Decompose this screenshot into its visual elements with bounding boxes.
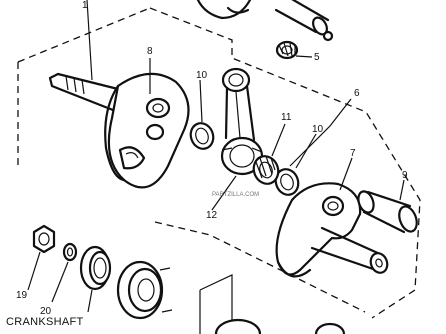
piston-pin-part <box>274 0 334 42</box>
oil-seal-part <box>79 245 112 291</box>
left-crank-half <box>48 72 190 189</box>
big-end-bearing <box>252 155 280 185</box>
callout-10-left: 10 <box>196 70 208 81</box>
callout-12: 12 <box>206 210 218 221</box>
callout-7: 7 <box>350 148 356 159</box>
washer-part <box>62 242 78 262</box>
callout-8: 8 <box>147 46 153 57</box>
callout-6: 6 <box>354 88 360 99</box>
connecting-rod <box>220 67 264 176</box>
nut-part <box>32 224 56 254</box>
leader-lines <box>27 0 405 313</box>
assembly-boundary <box>17 7 421 319</box>
thrust-washer-right <box>274 168 300 196</box>
callout-9: 9 <box>402 170 408 181</box>
diagram-caption: CRANKSHAFT <box>6 316 84 328</box>
callout-20: 20 <box>40 306 52 317</box>
right-crank-half <box>275 182 389 278</box>
thrust-washer-left <box>189 122 215 150</box>
crank-pin <box>357 190 418 234</box>
callout-5: 5 <box>314 52 320 63</box>
main-bearing-part <box>116 260 173 320</box>
lower-right-part-fragment <box>199 274 346 334</box>
callout-11: 11 <box>281 112 292 123</box>
small-end-bearing <box>275 40 299 60</box>
upper-part-fragment <box>196 0 252 20</box>
callout-1: 1 <box>82 0 88 11</box>
watermark-text: PARTZILLA.COM <box>212 192 259 198</box>
callout-19: 19 <box>16 290 28 301</box>
callout-10-right: 10 <box>312 124 324 135</box>
